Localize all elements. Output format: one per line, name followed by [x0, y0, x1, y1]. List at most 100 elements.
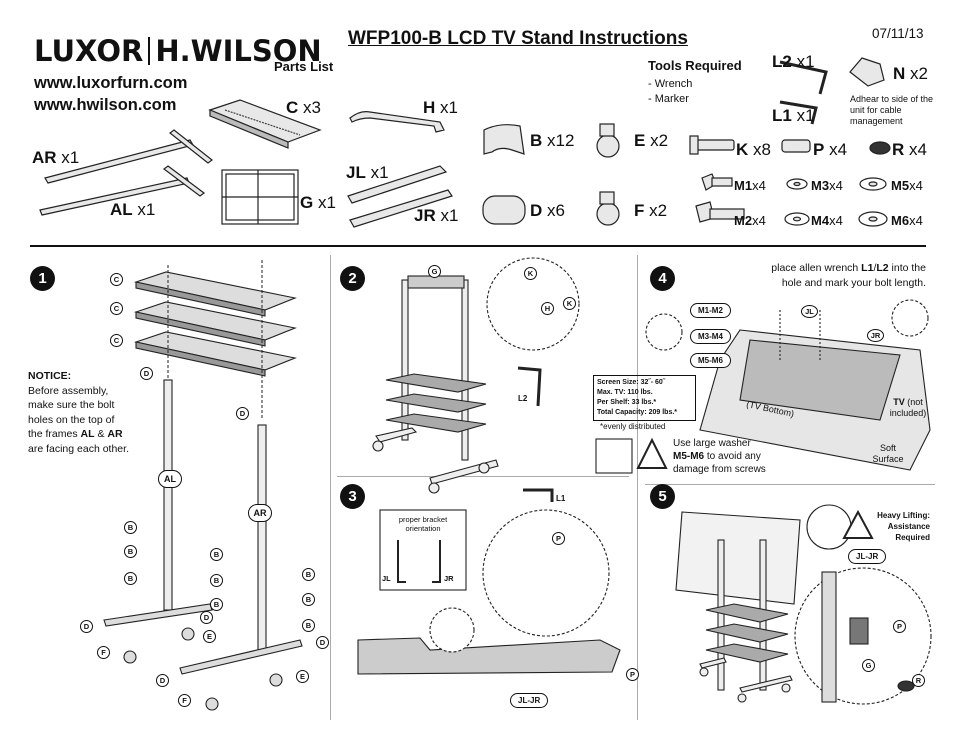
label-L1: L1 — [556, 494, 566, 503]
part-G: G x1 — [300, 193, 336, 212]
callout-E-2: E — [296, 670, 309, 683]
part-C: C x3 — [286, 98, 321, 117]
url-hwilson[interactable]: www.hwilson.com — [34, 96, 177, 114]
part-P: P x4 — [813, 140, 848, 159]
callout-R-step5: R — [912, 674, 925, 687]
step-5-number: 5 — [650, 484, 675, 509]
callout-B-3: B — [124, 572, 137, 585]
callout-B-2: B — [124, 545, 137, 558]
part-M4: M4x4 — [811, 213, 843, 228]
url-luxor[interactable]: www.luxorfurn.com — [34, 74, 188, 92]
tag-M3-M4: M3-M4 — [690, 329, 731, 344]
tools-heading: Tools Required — [648, 58, 742, 73]
part-B: B x12 — [530, 131, 575, 150]
callout-F-2: F — [178, 694, 191, 707]
callout-D-2: D — [236, 407, 249, 420]
tag-JL-JR-step3: JL-JR — [510, 693, 549, 708]
callout-B-9: B — [302, 619, 315, 632]
callout-P-step5: P — [893, 620, 906, 633]
part-L2: L2 x1 — [772, 52, 815, 71]
callout-C-2: C — [110, 302, 123, 315]
callout-JL-step4: JL — [801, 305, 818, 318]
callout-D-4: D — [200, 611, 213, 624]
part-E: E x2 — [634, 131, 669, 150]
page-title: WFP100-B LCD TV Stand Instructions — [348, 28, 688, 49]
notice-text: NOTICE:Before assembly,make sure the bol… — [28, 370, 129, 455]
callout-H: H — [541, 302, 554, 315]
callout-D-5: D — [316, 636, 329, 649]
tool-wrench: - Wrench — [648, 78, 693, 90]
callout-D-1: D — [140, 367, 153, 380]
part-D: D x6 — [530, 201, 565, 220]
section-divider — [30, 245, 926, 247]
part-R: R x4 — [892, 140, 927, 159]
part-M5: M5x4 — [891, 178, 923, 193]
callout-P-step3a: P — [552, 532, 565, 545]
callout-F-1: F — [97, 646, 110, 659]
callout-B-4: B — [210, 548, 223, 561]
callout-K-2: K — [563, 297, 576, 310]
step-4-number: 4 — [650, 266, 675, 291]
label-L2: L2 — [518, 394, 528, 403]
step-1-number: 1 — [30, 266, 55, 291]
part-JL: JL x1 — [346, 163, 389, 182]
row-divider-2-3 — [337, 476, 629, 477]
specs-box: Screen Size: 32˝- 60˝Max. TV: 110 lbs.Pe… — [593, 375, 696, 421]
n-note: Adhear to side of the unit for cable man… — [850, 94, 934, 126]
callout-B-1: B — [124, 521, 137, 534]
callout-JR-step4: JR — [867, 329, 884, 342]
callout-K-1: K — [524, 267, 537, 280]
callout-P-step3b: P — [626, 668, 639, 681]
tag-M5-M6: M5-M6 — [690, 353, 731, 368]
part-M6: M6x4 — [891, 213, 923, 228]
callout-C-3: C — [110, 334, 123, 347]
callout-G-step5: G — [862, 659, 875, 672]
column-divider-2 — [637, 255, 638, 720]
tag-M1-M2: M1-M2 — [690, 303, 731, 318]
label-JL-bracket: JL — [382, 574, 391, 583]
callout-E-1: E — [203, 630, 216, 643]
part-AR: AR x1 — [32, 148, 80, 167]
callout-C-1: C — [110, 273, 123, 286]
callout-AR: AR — [248, 504, 272, 522]
part-M2: M2x4 — [734, 213, 766, 228]
parts-illustrations — [39, 57, 891, 228]
evenly-note: *evenly distributed — [600, 422, 666, 431]
part-JR: JR x1 — [414, 206, 459, 225]
step-2-number: 2 — [340, 266, 365, 291]
part-L1: L1 x1 — [772, 106, 815, 125]
part-K: K x8 — [736, 140, 771, 159]
callout-D-3: D — [80, 620, 93, 633]
parts-list-heading: Parts List — [274, 59, 334, 74]
row-divider-4-5 — [645, 484, 935, 485]
callout-AL: AL — [158, 470, 182, 488]
callout-B-5: B — [210, 574, 223, 587]
part-AL: AL x1 — [110, 200, 156, 219]
part-N: N x2 — [893, 64, 928, 83]
part-M3: M3x4 — [811, 178, 843, 193]
column-divider-1 — [330, 255, 331, 720]
callout-B-7: B — [302, 568, 315, 581]
part-M1: M1x4 — [734, 178, 766, 193]
tool-marker: - Marker — [648, 93, 689, 105]
label-JR-bracket: JR — [444, 574, 454, 583]
part-F: F x2 — [634, 201, 668, 220]
part-H: H x1 — [423, 98, 458, 117]
date: 07/11/13 — [872, 26, 924, 41]
callout-B-8: B — [302, 593, 315, 606]
tag-JL-JR-step5: JL-JR — [848, 549, 887, 564]
callout-B-6: B — [210, 598, 223, 611]
step-3-number: 3 — [340, 484, 365, 509]
callout-G-step2: G — [428, 265, 441, 278]
